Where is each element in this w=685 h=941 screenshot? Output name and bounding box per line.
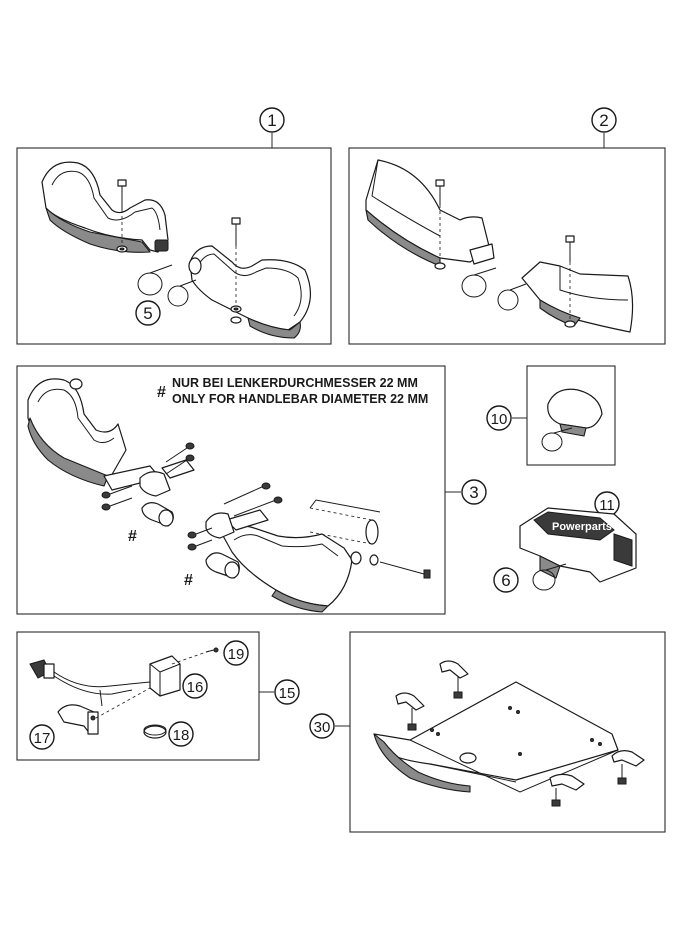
bolt-1b — [230, 217, 242, 324]
callout-2[interactable]: 2 — [591, 107, 617, 133]
clamp-30d — [611, 750, 645, 785]
skid-plate — [373, 681, 619, 793]
callout-5[interactable]: 5 — [135, 300, 161, 326]
callout-19-label: 19 — [228, 646, 245, 663]
hand-guard-left — [41, 161, 169, 253]
callout-17-label: 17 — [34, 730, 51, 747]
wire-harness — [53, 671, 151, 707]
callout-17[interactable]: 17 — [29, 724, 55, 750]
end-bolt-3 — [350, 551, 431, 579]
panel-1: 1 — [16, 107, 332, 345]
callout-1-label: 1 — [267, 111, 276, 130]
cable-tie-1a-icon — [137, 264, 173, 296]
screw-19 — [205, 647, 219, 653]
callout-6[interactable]: 6 — [493, 567, 519, 593]
spacer-3a — [141, 502, 174, 527]
bolts-3a — [101, 442, 195, 511]
bolts-3b — [187, 482, 283, 551]
panel-30-frame — [349, 631, 666, 833]
callout-19[interactable]: 19 — [223, 640, 249, 666]
callout-18[interactable]: 18 — [168, 721, 194, 747]
panel-1-frame — [16, 147, 332, 345]
bolt-2b — [564, 235, 576, 328]
connector-plug — [29, 659, 55, 679]
clamp-3a — [139, 459, 195, 497]
clamp-30c — [549, 773, 585, 807]
callout-15[interactable]: 15 — [274, 679, 300, 705]
cable-tie-10-icon — [541, 427, 573, 452]
bolt-1a — [116, 179, 128, 253]
callout-11-label: 11 — [599, 497, 615, 514]
embossed-logo-text: Powerparts — [552, 521, 612, 533]
spacer-3b — [205, 552, 240, 579]
callout-16[interactable]: 16 — [182, 673, 208, 699]
panel-3-frame — [16, 365, 446, 615]
hash-marker-2: # — [184, 572, 193, 589]
hand-guard-2-left — [365, 159, 495, 267]
callout-16-label: 16 — [187, 679, 204, 696]
bracket-17 — [57, 704, 99, 735]
bolt-2a — [434, 179, 446, 270]
panel-10-frame — [526, 365, 616, 466]
panel-30: 30 — [309, 631, 666, 833]
callout-10-label: 10 — [491, 411, 508, 428]
cable-tie-1b-icon — [167, 279, 197, 307]
cable-tie-2b-icon — [497, 283, 527, 311]
hand-guard-2-right — [521, 261, 634, 333]
hand-guard-3-right — [221, 509, 353, 613]
clamp-30b — [439, 660, 469, 699]
panel-2: 2 — [348, 107, 666, 345]
relay-box-16 — [149, 655, 181, 697]
panel-3: 3 # NUR BEI LENKERDURCHMESSER 22 MM ONLY… — [16, 365, 487, 615]
callout-3[interactable]: 3 — [461, 479, 487, 505]
callout-2-label: 2 — [599, 111, 608, 130]
clamp-3b — [205, 512, 235, 539]
logo-block-11: Powerparts — [519, 507, 637, 583]
callout-30-label: 30 — [314, 719, 331, 736]
panel-2-frame — [348, 147, 666, 345]
callout-6-label: 6 — [501, 571, 510, 590]
panel-10: 10 — [486, 365, 616, 466]
cover-10 — [547, 388, 603, 437]
callout-10[interactable]: 10 — [486, 405, 512, 431]
handlebar-outline — [309, 499, 381, 545]
note-hash: # — [157, 384, 166, 401]
callout-18-label: 18 — [173, 727, 190, 744]
callout-15-label: 15 — [279, 685, 296, 702]
callout-5-label: 5 — [143, 304, 152, 323]
hash-marker-1: # — [128, 528, 137, 545]
cable-tie-11-icon — [532, 563, 567, 591]
cable-tie-2a-icon — [461, 267, 497, 298]
hand-guard-3-left — [27, 378, 161, 491]
clamp-30a — [395, 692, 425, 731]
panel-15: 15 16 — [16, 631, 300, 761]
note-line-en: ONLY FOR HANDLEBAR DIAMETER 22 MM — [172, 392, 428, 406]
hand-guard-right — [188, 245, 311, 339]
panel-11: 11 Powerparts 6 — [493, 491, 637, 593]
callout-30[interactable]: 30 — [309, 713, 335, 739]
callout-3-label: 3 — [469, 483, 478, 502]
callout-1[interactable]: 1 — [259, 107, 285, 133]
pad-18 — [143, 724, 167, 739]
note-line-de: NUR BEI LENKERDURCHMESSER 22 MM — [172, 376, 418, 390]
panel-15-frame — [16, 631, 260, 761]
callout-11[interactable]: 11 — [594, 491, 620, 517]
handlebar-note: # NUR BEI LENKERDURCHMESSER 22 MM ONLY F… — [157, 376, 428, 406]
